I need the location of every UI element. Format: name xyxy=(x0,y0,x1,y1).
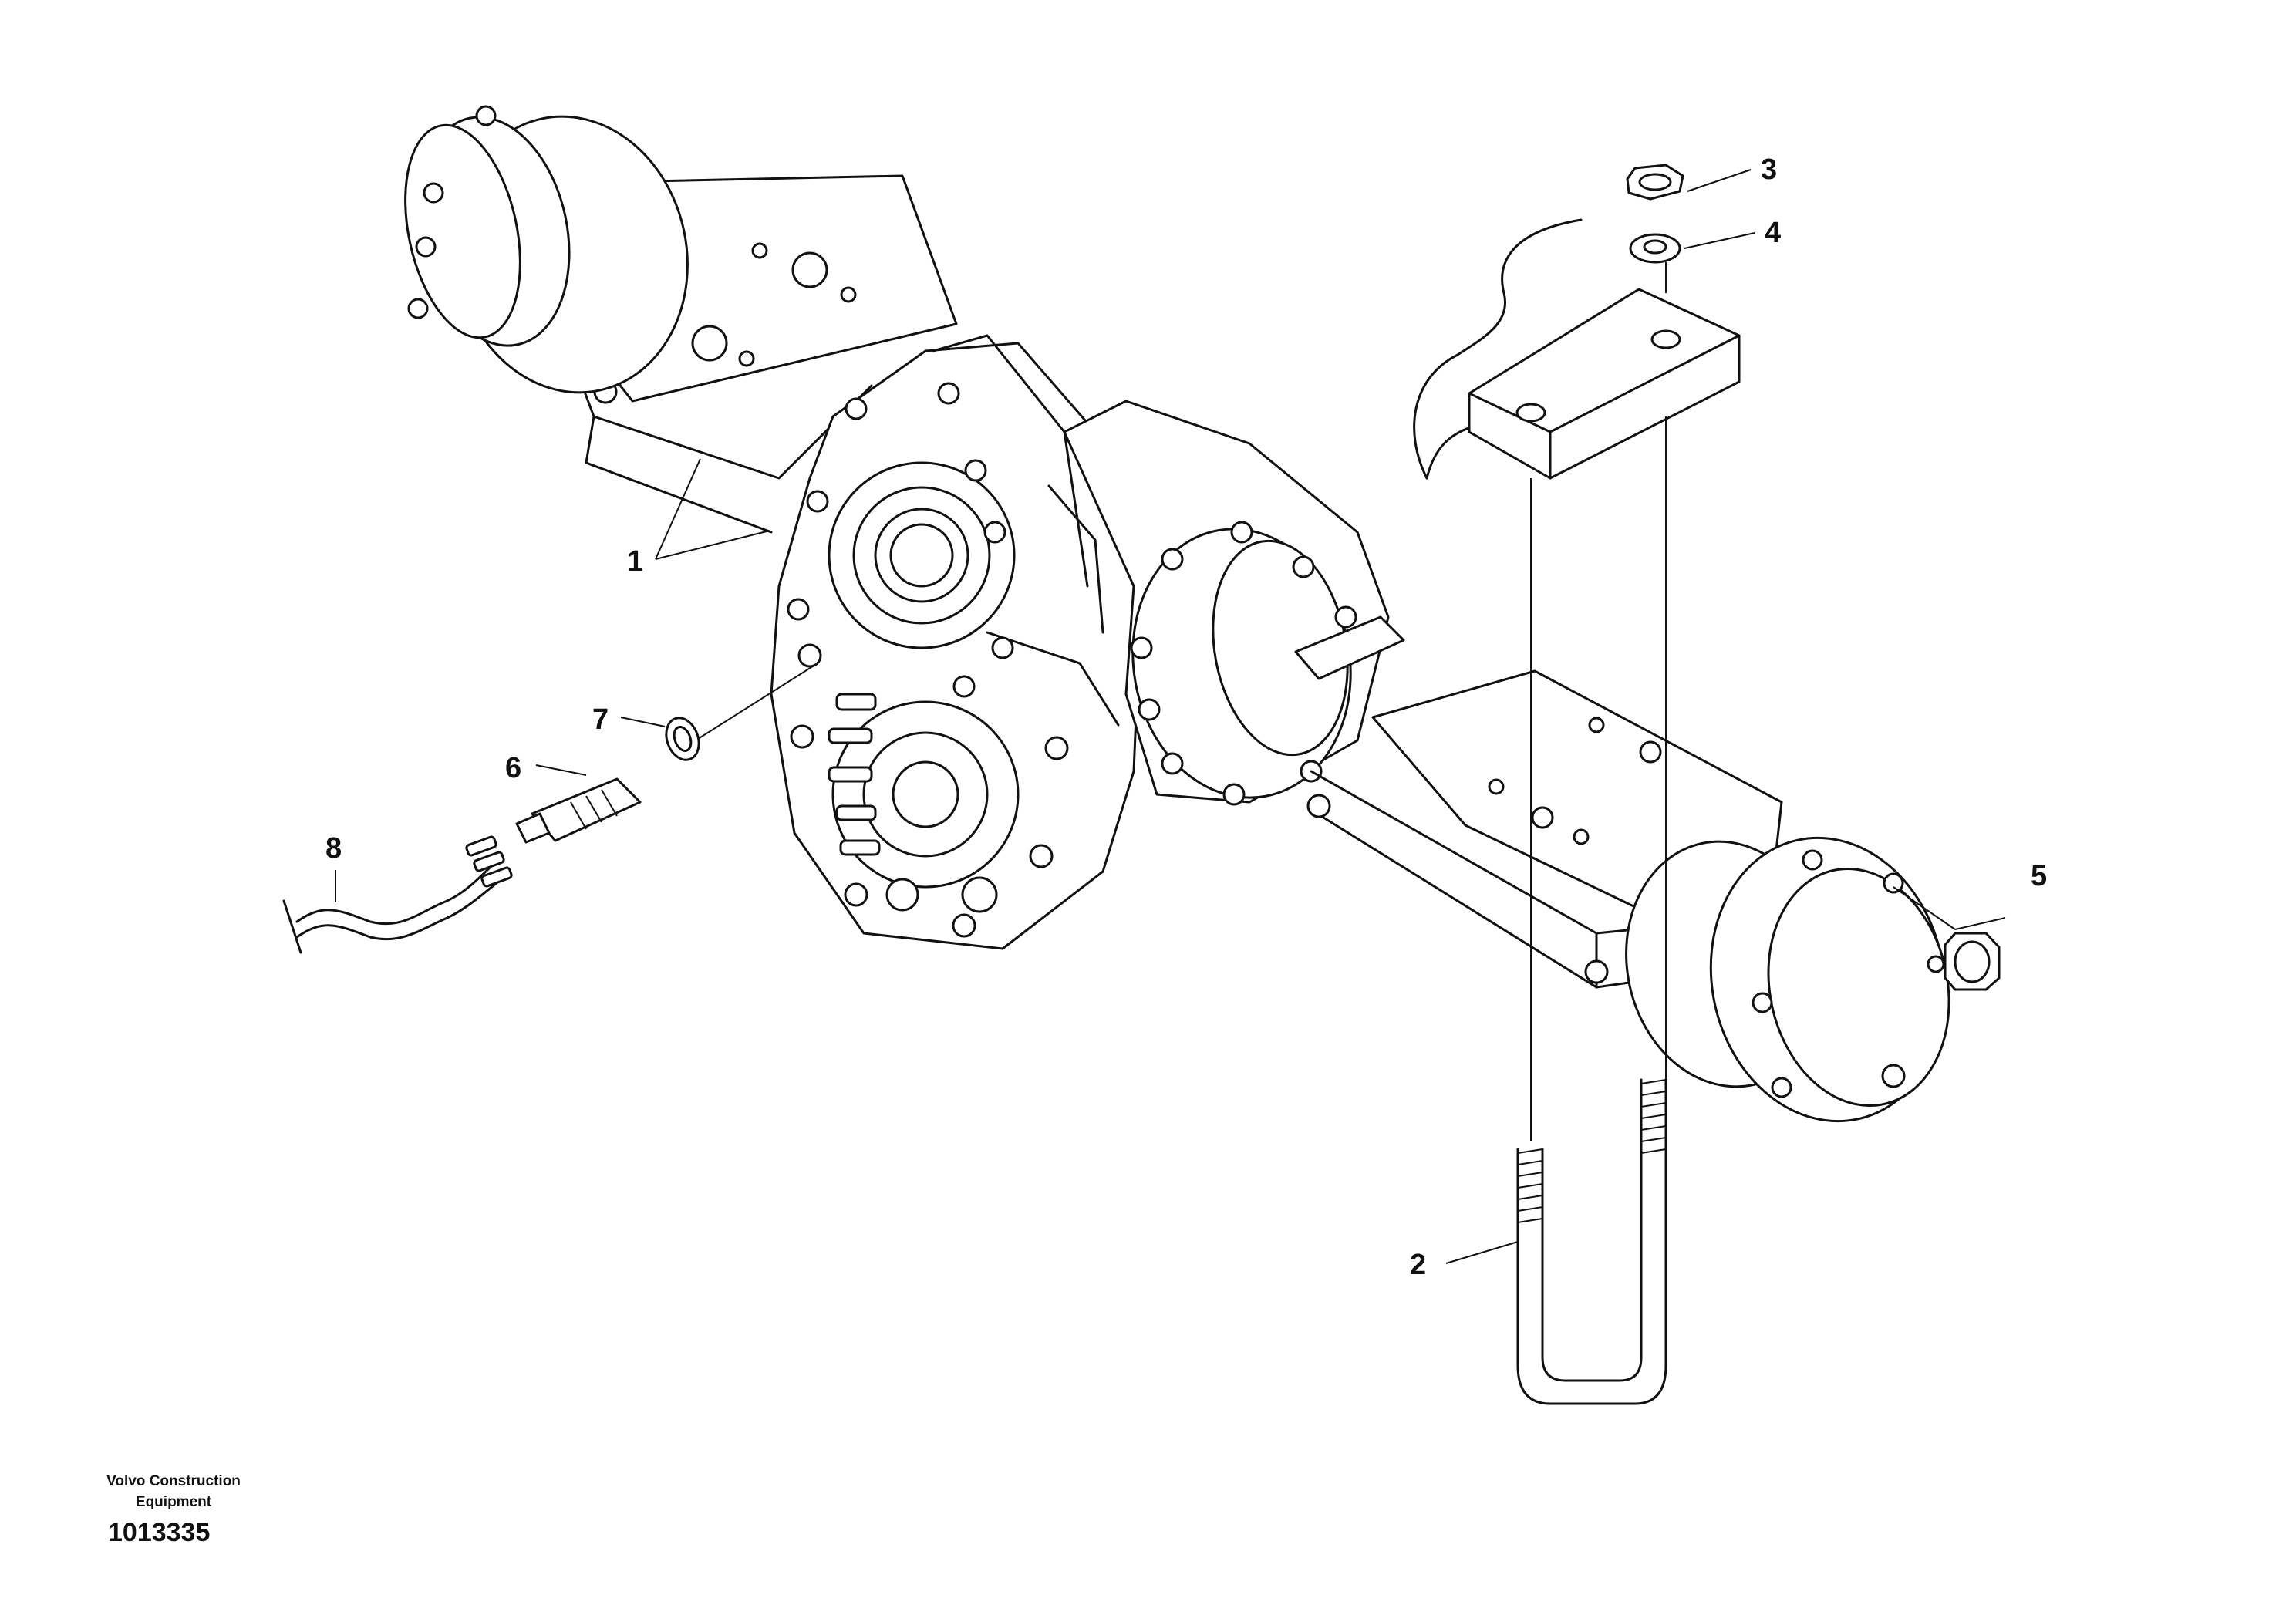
speed-sensor xyxy=(515,777,642,844)
differential-carrier xyxy=(1063,400,1405,806)
leader-2 xyxy=(1445,1241,1519,1264)
drawing-number: 1013335 xyxy=(108,1518,211,1547)
leader-lines xyxy=(335,169,2006,1264)
washer xyxy=(1629,233,1681,264)
cable-harness xyxy=(282,835,513,954)
callout-7: 7 xyxy=(592,703,609,736)
brand-name-line1: Volvo Construction xyxy=(106,1473,241,1489)
callout-8: 8 xyxy=(325,832,342,865)
leader-5 xyxy=(1954,917,2006,930)
leader-7b xyxy=(697,663,818,740)
wheel-nut xyxy=(1944,932,2001,991)
leader-6 xyxy=(535,764,587,776)
callout-4: 4 xyxy=(1765,217,1781,249)
callout-3: 3 xyxy=(1761,153,1777,186)
callout-6: 6 xyxy=(505,752,521,784)
right-wheel-hub xyxy=(1625,836,1950,1123)
drop-box-gear-housing xyxy=(770,334,1143,950)
mounting-block xyxy=(1413,218,1741,480)
callout-2: 2 xyxy=(1410,1249,1426,1281)
alignment-lines xyxy=(1530,262,1667,1141)
u-bolt-threads xyxy=(1517,1079,1667,1223)
leader-4 xyxy=(1684,232,1755,249)
u-bolt xyxy=(1516,1078,1667,1405)
leader-1b xyxy=(655,458,701,560)
callout-1: 1 xyxy=(627,545,643,578)
leader-1a xyxy=(655,530,770,560)
leader-7 xyxy=(620,717,666,727)
leader-3 xyxy=(1687,169,1752,192)
leader-5b xyxy=(1893,886,1956,930)
left-wheel-hub xyxy=(404,105,689,394)
o-ring xyxy=(665,717,700,761)
callout-5: 5 xyxy=(2031,860,2047,892)
brand-name-line2: Equipment xyxy=(135,1494,212,1510)
lock-nut xyxy=(1626,164,1684,201)
